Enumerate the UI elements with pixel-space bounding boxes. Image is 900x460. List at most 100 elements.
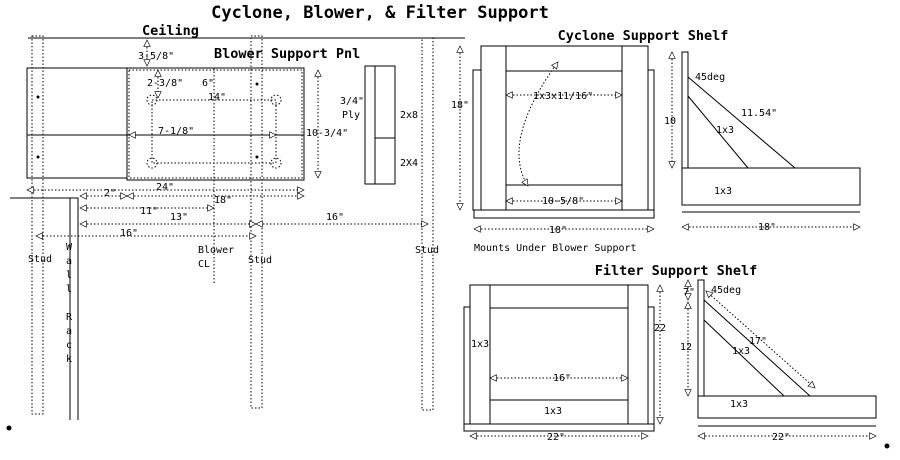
dim-22-vert-label: 22 (654, 323, 666, 334)
base-board (473, 209, 655, 219)
brace-1x3-label: 1x3 (716, 125, 734, 136)
mount-board-left (26, 67, 128, 179)
ceiling-label: Ceiling (142, 23, 199, 39)
wall-rack-letter: c (66, 340, 72, 351)
bolt-hole (146, 157, 158, 169)
dim-18-label: 18" (214, 195, 232, 206)
blower-cl-label-1: Blower (198, 245, 234, 256)
dim-18-vert-label: 18" (451, 100, 469, 111)
blower-panel (126, 67, 305, 181)
ply-label-2: Ply (342, 110, 360, 121)
wall-rack-letter: W (66, 242, 73, 253)
corner-dot (884, 443, 890, 449)
dim-17-label: 17" (749, 336, 767, 347)
wall-rack-outline (10, 197, 79, 420)
bolt-hole (270, 157, 282, 169)
dim-16-left-label: 16" (120, 228, 138, 239)
blower-panel-label: Blower Support Pnl (214, 46, 360, 62)
bolt-hole (270, 94, 282, 106)
wall-rack-letter: a (66, 326, 72, 337)
upright-right (621, 45, 649, 211)
side-board-left (472, 69, 482, 211)
rotation-arrow (518, 61, 559, 187)
dim-22-side-label: 22" (772, 432, 790, 443)
upright-left (480, 45, 507, 211)
ply-section (364, 65, 376, 185)
shelf-1x3-label: 1x3 (714, 186, 732, 197)
dim-2-label: 2" (104, 188, 116, 199)
corner-dot (6, 425, 12, 431)
cyclone-shelf-title: Cyclone Support Shelf (558, 28, 729, 44)
dim-11-label: 11" (140, 206, 158, 217)
cyclone-shelf-side: 10 45deg 11.54" 1x3 1x3 18" (664, 51, 861, 233)
wall-rack-letter: R (66, 312, 73, 323)
cyclone-shelf-front: Cyclone Support Shelf 18" 1x3x11/16" 10-… (451, 28, 728, 254)
dim-12-label: 12 (680, 342, 692, 353)
side-board-right (647, 69, 655, 211)
side-upright (681, 51, 689, 169)
wall-rack-letter: l (66, 270, 72, 281)
2x8-label: 2x8 (400, 110, 418, 121)
dim-18-side-label: 18" (758, 222, 776, 233)
stud-right (421, 37, 434, 411)
bolt-hole (146, 94, 158, 106)
rail-1x3-label: 1x3 (544, 406, 562, 417)
2x4-section (374, 137, 396, 185)
angle-label: 45deg (695, 72, 725, 83)
2x4-label: 2X4 (400, 158, 418, 169)
dim-16-filter-label: 16" (553, 373, 571, 384)
blower-panel-inner (128, 69, 303, 179)
brace-outer (687, 76, 796, 169)
screw (255, 155, 259, 159)
upright-1x3-label: 1x3 (471, 339, 489, 350)
mounts-note: Mounts Under Blower Support (474, 243, 637, 254)
brace-1x3-label: 1x3 (732, 346, 750, 357)
dim-10-3-4-label: 10-3/4" (306, 128, 348, 139)
shelf-board (681, 167, 861, 206)
stud-left (31, 35, 44, 415)
dim-14-label: 14" (208, 92, 226, 103)
2x8-section (374, 65, 396, 139)
screw (36, 155, 40, 159)
angle-label: 45deg (711, 285, 741, 296)
dim-24-label: 24" (156, 182, 174, 193)
stud-label-middle: Stud (248, 255, 272, 266)
wall-rack-label: W a l l R a c k (66, 242, 73, 365)
upright-left (469, 284, 491, 425)
dim-7-1-8-label: 7-1/8" (158, 126, 194, 137)
brace-inner (703, 319, 785, 397)
stud-label-left: Stud (28, 254, 52, 265)
stud-middle (250, 35, 263, 409)
diagram-title: Cyclone, Blower, & Filter Support (211, 3, 549, 23)
side-board-left (463, 306, 471, 425)
dim-2-3-8-label: 2-3/8" (147, 78, 183, 89)
dim-18-base-label: 18" (549, 225, 567, 236)
filter-shelf-side: 17" 7" 12 45deg 1x3 1x3 22" (680, 279, 890, 449)
ply-label-1: 3/4" (340, 96, 364, 107)
dim-3-5-8-label: 3-5/8" (138, 51, 174, 62)
wall-rack-letter: l (66, 284, 72, 295)
base-board (463, 423, 655, 432)
wall-rack-letter: a (66, 256, 72, 267)
shelf-board (697, 395, 877, 419)
brace-inner (687, 95, 749, 169)
screw (36, 95, 40, 99)
dim-16-right-label: 16" (326, 212, 344, 223)
dim-6-label: 6" (202, 78, 214, 89)
dim-11-54-label: 11.54" (741, 108, 777, 119)
top-rail (489, 284, 629, 309)
dim-10-label: 10 (664, 116, 676, 127)
upright-right (627, 284, 649, 425)
wall-rack-letter: k (66, 354, 72, 365)
brace-outer (703, 299, 811, 397)
filter-shelf-front: Filter Support Shelf 1x3 1x3 16" 22 22" (463, 263, 757, 443)
side-upright (697, 279, 705, 397)
dim-1x3-label: 1x3x11/16" (533, 91, 593, 102)
blower-cl-label-2: CL (198, 259, 210, 270)
shelf-1x3-label: 1x3 (730, 399, 748, 410)
stud-label-right: Stud (415, 245, 439, 256)
blower-support-section: Ceiling Blower Support Pnl 3-5/8" 2-3/8" (6, 23, 465, 431)
dim-13-label: 13" (170, 212, 188, 223)
dim-22-base-label: 22" (547, 432, 565, 443)
